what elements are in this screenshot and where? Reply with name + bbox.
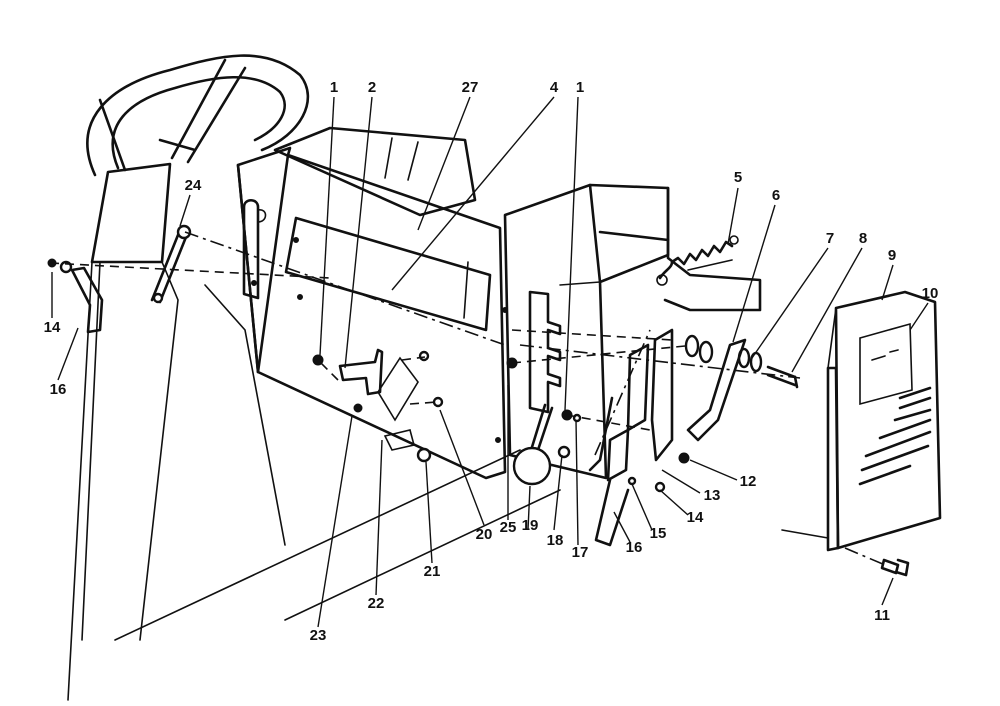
callout-13: 13 [704, 487, 721, 504]
callout-1a: 1 [330, 79, 338, 96]
console-frame [114, 284, 561, 641]
callout-23: 23 [310, 627, 327, 644]
callout-21: 21 [424, 563, 441, 580]
callout-7: 7 [826, 230, 834, 247]
steering-column [67, 162, 179, 701]
callout-5: 5 [734, 169, 742, 186]
callout-11: 11 [874, 607, 890, 624]
callout-17: 17 [572, 544, 589, 561]
callout-15: 15 [650, 525, 667, 542]
callout-14a: 14 [44, 319, 61, 336]
callout-14b: 14 [687, 509, 704, 526]
leader-lines [51, 96, 929, 628]
callout-22: 22 [368, 595, 385, 612]
callout-16a: 16 [50, 381, 67, 398]
bracket-assembly [312, 348, 444, 463]
callout-1b: 1 [576, 79, 584, 96]
callout-12: 12 [740, 473, 757, 490]
callout-4: 4 [550, 79, 559, 96]
callout-27: 27 [462, 79, 479, 96]
callout-2: 2 [368, 79, 376, 96]
callouts: 1 2 27 4 1 5 6 7 8 9 10 24 14 16 12 13 1… [44, 79, 939, 644]
dash-panel [236, 126, 507, 480]
callout-20: 20 [476, 526, 493, 543]
callout-10: 10 [922, 285, 939, 302]
cover-plate [781, 290, 942, 577]
callout-16b: 16 [626, 539, 643, 556]
steering-wheel [86, 54, 310, 177]
callout-6: 6 [772, 187, 780, 204]
side-support [663, 186, 762, 312]
callout-8: 8 [859, 230, 867, 247]
left-linkage [47, 224, 506, 346]
callout-18: 18 [547, 532, 564, 549]
callout-19: 19 [522, 517, 539, 534]
callout-25: 25 [500, 519, 517, 536]
right-linkage [506, 235, 801, 547]
callout-24: 24 [185, 177, 202, 194]
shift-lever [512, 403, 554, 486]
callout-9: 9 [888, 247, 896, 264]
shift-housing [495, 183, 670, 480]
